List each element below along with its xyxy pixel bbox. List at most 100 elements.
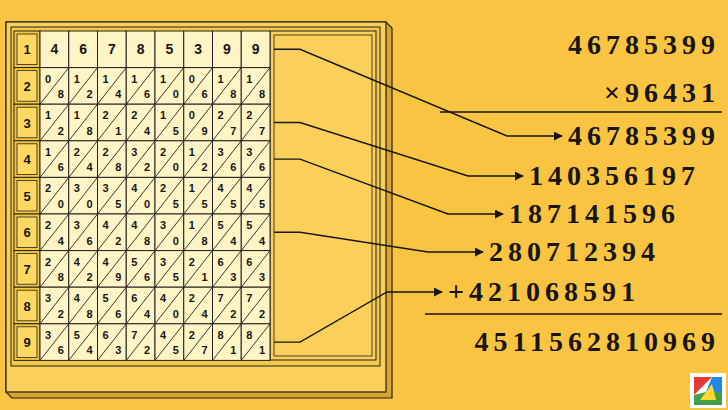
- product-digit: 4: [58, 235, 64, 246]
- product-digit: 4: [115, 89, 121, 100]
- product-digit: 4: [86, 162, 92, 173]
- multiplication-number: 46785399: [568, 31, 720, 59]
- cell-diagonal: [213, 141, 242, 178]
- cell-diagonal: [241, 104, 270, 141]
- product-digit: 0: [144, 199, 150, 210]
- product-digit: 3: [230, 272, 236, 283]
- cell-diagonal: [126, 324, 155, 361]
- cell-diagonal: [241, 68, 270, 105]
- product-digit: 4: [102, 220, 108, 231]
- index-rod-cell: [14, 251, 40, 288]
- product-digit: 2: [189, 329, 195, 340]
- multiplication-number: +421068591: [448, 278, 640, 306]
- bone-cell: [98, 68, 127, 105]
- bone-cell: [213, 68, 242, 105]
- bone-digit: 8: [137, 42, 145, 56]
- cell-diagonal: [155, 214, 184, 251]
- product-digit: 1: [160, 110, 166, 121]
- cell-diagonal: [213, 104, 242, 141]
- bone-digit: 9: [252, 42, 260, 56]
- index-rod-box: [17, 327, 37, 358]
- bone-cell: [98, 324, 127, 361]
- cell-diagonal: [184, 287, 213, 324]
- index-rod-box: [17, 34, 37, 65]
- bone-cell: [184, 324, 213, 361]
- bone-cell: [241, 141, 270, 178]
- product-digit: 3: [102, 183, 108, 194]
- bone-cell: [40, 68, 69, 105]
- bone-cell: [155, 287, 184, 324]
- bone-cell: [69, 214, 98, 251]
- product-digit: 4: [144, 308, 150, 319]
- product-digit: 1: [259, 345, 265, 356]
- cell-diagonal: [69, 324, 98, 361]
- bone-cell: [98, 287, 127, 324]
- product-digit: 0: [173, 89, 179, 100]
- cell-diagonal: [241, 214, 270, 251]
- cell-diagonal: [213, 251, 242, 288]
- cell-diagonal: [40, 141, 69, 178]
- bone-cell: [69, 251, 98, 288]
- product-digit: 1: [217, 73, 223, 84]
- product-digit: 3: [246, 146, 252, 157]
- product-digit: 5: [246, 220, 252, 231]
- logo-shape: [700, 384, 716, 400]
- bone-cell: [98, 177, 127, 214]
- product-digit: 3: [45, 293, 51, 304]
- product-digit: 2: [86, 272, 92, 283]
- product-digit: 5: [173, 199, 179, 210]
- bones-grid: [14, 31, 270, 360]
- product-digit: 8: [58, 89, 64, 100]
- row-number: 6: [23, 226, 30, 239]
- product-digit: 1: [45, 146, 51, 157]
- cell-diagonal: [184, 141, 213, 178]
- product-digit: 5: [115, 199, 121, 210]
- board-recess: [11, 27, 380, 366]
- cell-diagonal: [126, 214, 155, 251]
- bone-cell: [40, 251, 69, 288]
- cell-diagonal: [98, 324, 127, 361]
- product-digit: 5: [102, 293, 108, 304]
- bone-cell: [155, 324, 184, 361]
- cell-diagonal: [40, 214, 69, 251]
- product-digit: 4: [74, 293, 80, 304]
- product-digit: 1: [131, 73, 137, 84]
- cell-diagonal: [241, 177, 270, 214]
- product-digit: 4: [246, 183, 252, 194]
- bone-cell: [155, 214, 184, 251]
- product-digit: 2: [160, 146, 166, 157]
- result-compartment: [270, 31, 376, 360]
- product-digit: 5: [230, 199, 236, 210]
- cell-diagonal: [126, 68, 155, 105]
- bone-cell: [126, 68, 155, 105]
- bone-cell: [155, 141, 184, 178]
- cell-diagonal: [155, 141, 184, 178]
- row-number: 5: [23, 189, 30, 202]
- cell-diagonal: [213, 324, 242, 361]
- product-digit: 6: [201, 89, 207, 100]
- product-digit: 4: [86, 345, 92, 356]
- cell-diagonal: [126, 287, 155, 324]
- product-digit: 2: [160, 183, 166, 194]
- bone-cell: [40, 31, 69, 68]
- cell-diagonal: [69, 104, 98, 141]
- bone-cell: [40, 141, 69, 178]
- bone-cell: [155, 251, 184, 288]
- bone-digit: 7: [108, 42, 116, 56]
- leader-arrow: [274, 232, 483, 252]
- product-digit: 0: [189, 110, 195, 121]
- product-digit: 2: [45, 220, 51, 231]
- multiplication-number: 46785399: [568, 122, 720, 150]
- product-digit: 2: [189, 256, 195, 267]
- product-digit: 2: [259, 308, 265, 319]
- bone-cell: [126, 177, 155, 214]
- bone-cell: [40, 104, 69, 141]
- index-rod-box: [17, 290, 37, 321]
- product-digit: 3: [217, 146, 223, 157]
- row-number: 9: [23, 336, 30, 349]
- bone-cell: [69, 141, 98, 178]
- cell-diagonal: [241, 141, 270, 178]
- bone-cell: [184, 287, 213, 324]
- product-digit: 6: [144, 272, 150, 283]
